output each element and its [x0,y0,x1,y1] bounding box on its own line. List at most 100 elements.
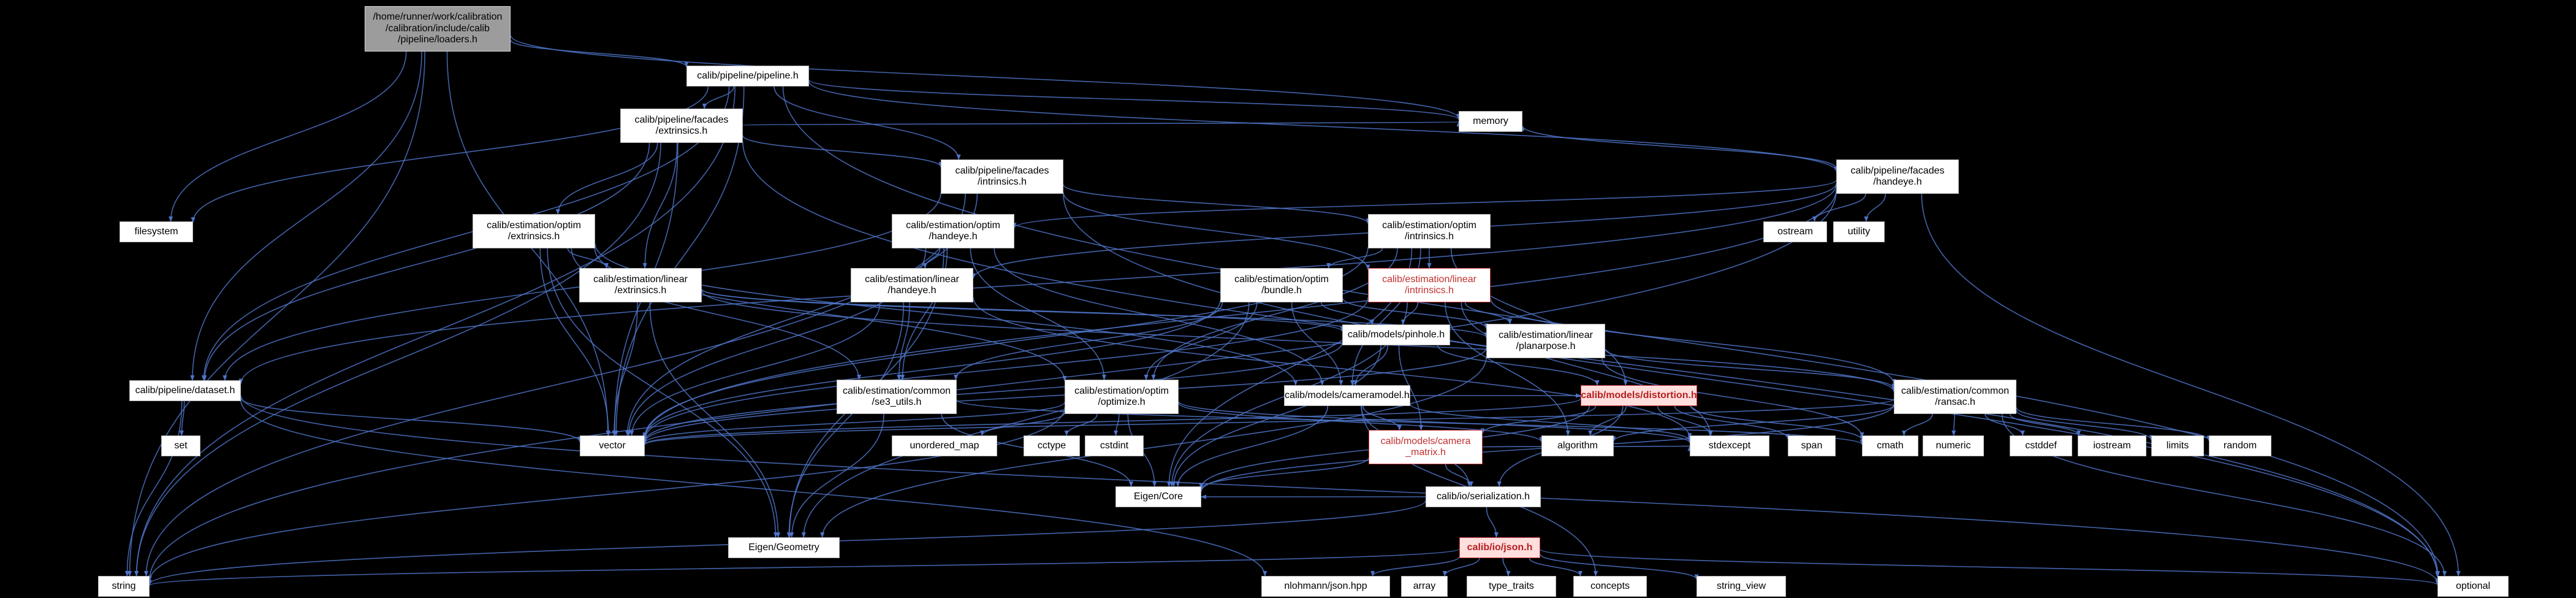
include-edge-pinhole-eigen_core [1171,345,1381,487]
include-edge-ransac-random [2016,407,2211,442]
graph-node-pipeline[interactable]: calib/pipeline/pipeline.h [686,66,809,86]
include-edge-lin_int-vector [642,297,1369,440]
include-edge-bundle-pinhole [1320,302,1375,325]
include-edge-pipeline-fac_hand [808,81,1839,172]
include-edge-dataset-optional [240,395,2440,585]
graph-node-ransac[interactable]: calib/estimation/common /ransac.h [1894,380,2016,414]
graph-node-ostream: ostream [1763,221,1827,242]
include-edge-fac_int-lin_int [1063,192,1370,270]
include-edge-fac_hand-dataset [238,184,1837,385]
include-edge-pipeline-optional [782,86,2440,577]
include-edge-lin_ext-vector [612,302,638,436]
include-edge-json-string [148,548,1460,586]
graph-node-bundle[interactable]: calib/estimation/optim /bundle.h [1220,268,1343,302]
graph-node-optimize[interactable]: calib/estimation/optim /optimize.h [1065,380,1179,414]
include-edge-fac_hand-memory [1520,125,1837,169]
include-edge-optimize-cctype [1064,413,1098,436]
include-edge-distortion-camera_matrix [1480,405,1597,434]
graph-node-concepts: concepts [1573,576,1647,597]
include-edge-fac_ext-lin_ext [642,142,678,269]
include-edge-pipeline-dataset [201,86,730,381]
include-edge-fac_ext-opt_ext [555,142,658,215]
graph-node-cameramodel[interactable]: calib/models/cameramodel.h [1284,385,1410,406]
graph-node-distortion[interactable]: calib/models/distortion.h [1581,385,1697,406]
graph-node-fac_hand[interactable]: calib/pipeline/facades /handeye.h [1836,159,1959,194]
include-edge-lin_int-algorithm [1445,302,1570,436]
graph-node-random: random [2209,435,2271,456]
graph-node-dataset[interactable]: calib/pipeline/dataset.h [129,380,241,401]
include-edge-bundle-eigen_geometry [801,302,1250,538]
include-edge-pipeline-filesystem [191,86,709,223]
include-edge-distortion-span [1674,405,1790,440]
include-edge-cameramodel-camera_matrix [1362,405,1402,431]
include-edge-dataset-set [179,401,185,436]
graph-node-type_traits: type_traits [1467,576,1556,597]
graph-node-fac_int[interactable]: calib/pipeline/facades /intrinsics.h [941,159,1063,194]
graph-node-fac_ext[interactable]: calib/pipeline/facades /extrinsics.h [620,109,743,143]
include-edge-json-concepts [1529,558,1582,577]
include-edge-loaders-string [127,51,425,577]
graph-node-pinhole[interactable]: calib/models/pinhole.h [1342,324,1450,345]
graph-node-lin_ext[interactable]: calib/estimation/linear /extrinsics.h [579,268,702,302]
graph-node-iostream: iostream [2078,435,2146,456]
include-edge-opt_int-bundle [1326,248,1383,269]
include-edge-pipeline-string [134,86,735,577]
include-edge-lin_ext-eigen_geometry [649,302,781,538]
graph-node-nlohmann: nlohmann/json.hpp [1261,576,1390,597]
include-edge-fac_ext-dataset [202,142,650,381]
include-edge-ransac-cstddef [1985,413,2025,436]
include-edge-pipeline-vector [614,86,745,436]
graph-node-cstdint: cstdint [1085,435,1144,456]
graph-node-camera_matrix[interactable]: calib/models/camera _matrix.h [1369,430,1483,464]
graph-node-planarpose[interactable]: calib/estimation/linear /planarpose.h [1486,324,1605,358]
include-edge-loaders-dataset [190,51,422,381]
graph-node-string_view: string_view [1696,576,1786,597]
graph-node-cmath: cmath [1862,435,1918,456]
include-edge-bundle-planarpose [1342,297,1489,329]
graph-node-serialization[interactable]: calib/io/serialization.h [1426,486,1541,507]
graph-node-se3_utils[interactable]: calib/estimation/common /se3_utils.h [837,380,957,414]
include-edge-opt_hand-cameramodel [994,248,1324,386]
include-edge-pipeline-fac_ext [702,86,735,109]
graph-node-opt_hand[interactable]: calib/estimation/optim /handeye.h [892,214,1014,248]
include-edge-json-type_traits [1502,558,1511,577]
include-edge-ransac-cmath [1902,413,1933,436]
include-edge-lin_hand-se3_utils [897,302,910,380]
include-edge-json-array [1442,558,1480,577]
include-edge-optimize-string [147,407,1065,583]
include-edge-fac_ext-string [134,142,661,577]
include-edge-lin_hand-stdexcept [973,297,1692,439]
include-edge-dataset-string [124,401,183,577]
include-edge-fac_hand-opt_hand [1012,180,1837,229]
graph-node-opt_int[interactable]: calib/estimation/optim /intrinsics.h [1368,214,1491,248]
graph-node-lin_int[interactable]: calib/estimation/linear /intrinsics.h [1368,268,1491,302]
include-edge-dataset-nlohmann [240,400,1267,577]
include-edge-planarpose-ransac [1605,348,1896,389]
include-edge-bundle-vector [642,299,1221,439]
include-edge-opt_hand-lin_hand [922,248,941,269]
graph-node-opt_ext[interactable]: calib/estimation/optim /extrinsics.h [473,214,595,248]
graph-node-numeric: numeric [1923,435,1984,456]
include-edge-loaders-filesystem [169,51,407,222]
include-edge-fac_hand-utility [1864,193,1886,222]
graph-node-lin_hand[interactable]: calib/estimation/linear /handeye.h [851,268,973,302]
graph-node-cctype: cctype [1024,435,1080,456]
include-edge-ransac-limits [2016,410,2154,441]
include-edge-fac_hand-optional [1921,193,2461,577]
include-edge-opt_ext-lin_ext [567,248,609,269]
include-edge-optimize-vector [642,402,1065,443]
graph-node-json[interactable]: calib/io/json.h [1459,537,1540,558]
include-edge-camera_matrix-eigen_core [1199,457,1369,489]
include-edge-loaders-pipeline [510,39,689,67]
graph-node-eigen_core: Eigen/Core [1115,486,1201,507]
include-edge-opt_ext-vector [539,248,611,436]
include-edge-optimize-stdexcept [1178,401,1692,443]
include-edge-pinhole-distortion [1437,345,1600,386]
include-edge-optimize-algorithm [1178,402,1544,443]
graph-node-limits: limits [2151,435,2204,456]
include-edge-json-optional [1540,548,2440,586]
include-edge-camera_matrix-serialization [1445,464,1473,487]
graph-node-stdexcept: stdexcept [1690,435,1769,456]
